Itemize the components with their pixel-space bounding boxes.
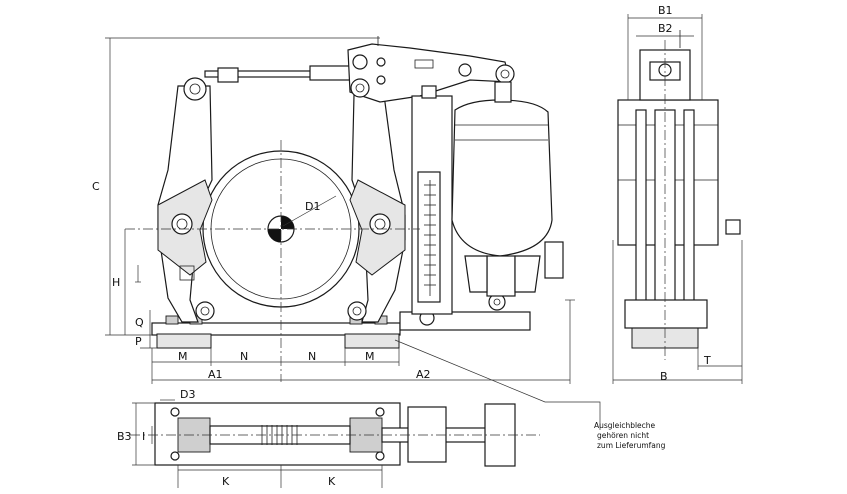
label-b: B [660, 370, 668, 383]
front-view [125, 36, 564, 382]
label-n-left: N [240, 350, 248, 363]
top-dimensions [132, 399, 383, 488]
base-plate [151, 322, 401, 336]
front-dimensions [105, 37, 601, 430]
label-n-right: N [308, 350, 316, 363]
label-t: T [703, 354, 711, 367]
foot-left [156, 333, 212, 349]
note-line-3: zum Lieferumfang [597, 441, 666, 450]
label-a1: A1 [208, 368, 223, 381]
side-dimensions [612, 14, 743, 384]
label-a2: A2 [416, 368, 431, 381]
label-d3: D3 [180, 388, 195, 401]
label-i: I [142, 430, 145, 443]
side-view [617, 30, 741, 349]
thruster-body [451, 99, 553, 257]
label-b3: B3 [117, 430, 132, 443]
label-m-left: M [178, 350, 188, 363]
label-p: P [135, 335, 142, 348]
label-q: Q [135, 316, 144, 329]
label-h: H [112, 276, 120, 289]
note-line-2: gehören nicht [597, 431, 649, 440]
label-b1: B1 [658, 4, 673, 17]
label-d1: D1 [305, 200, 320, 213]
note-line-1: Ausgleichbleche [594, 421, 656, 430]
label-k-right: K [328, 475, 336, 488]
label-m-right: M [365, 350, 375, 363]
foot-right [344, 333, 400, 349]
label-k-left: K [222, 475, 230, 488]
label-b2: B2 [658, 22, 673, 35]
label-c: C [92, 180, 100, 193]
top-view [130, 402, 540, 467]
